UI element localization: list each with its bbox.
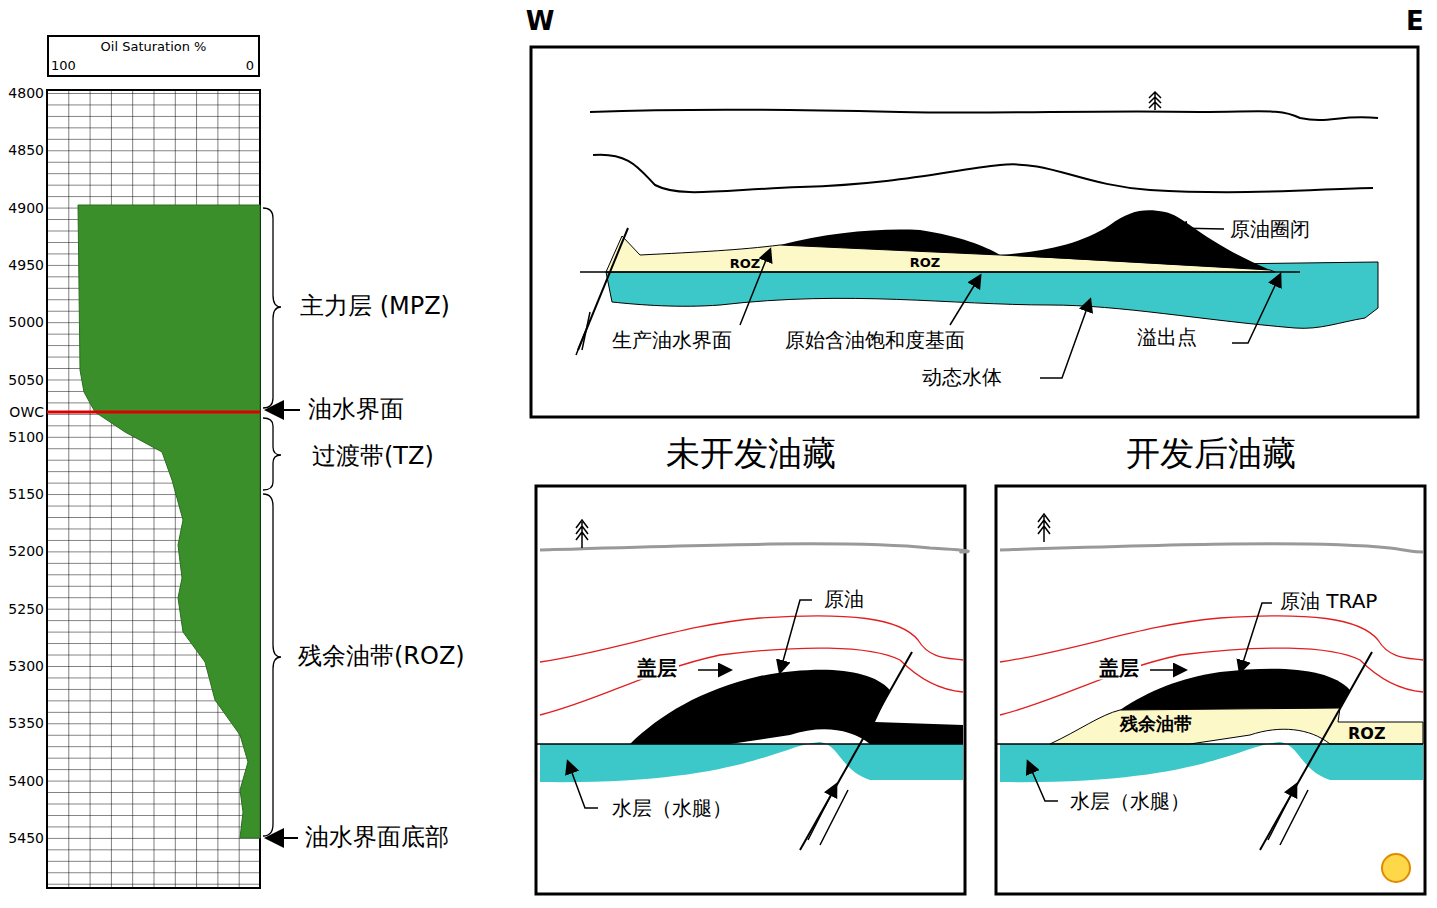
panel-frame bbox=[531, 47, 1418, 417]
zone-label: 主力层 (MPZ) bbox=[300, 293, 450, 321]
callout-label: 盖层 bbox=[1097, 657, 1141, 680]
fault-arrows bbox=[1268, 785, 1308, 845]
pointer bbox=[268, 409, 300, 411]
panel-box: 未开发油藏 bbox=[536, 486, 965, 894]
depth-label: 5400 bbox=[8, 773, 44, 789]
scale-text: 100 bbox=[51, 59, 76, 74]
owc-line bbox=[536, 743, 963, 745]
callout-label: 原油 bbox=[822, 588, 866, 611]
depth-label: 5300 bbox=[8, 658, 44, 674]
stratum-line bbox=[1000, 616, 1423, 662]
panel-frame bbox=[996, 486, 1425, 894]
log-grid bbox=[47, 90, 260, 888]
tree-icon bbox=[1038, 514, 1050, 542]
depth-label: 4950 bbox=[8, 257, 44, 273]
zone-label: 油水界面底部 bbox=[305, 824, 449, 852]
depth-label: 4900 bbox=[8, 200, 44, 216]
ground-surface bbox=[1000, 544, 1423, 552]
owc-line bbox=[996, 743, 1423, 745]
axis-direction: W bbox=[526, 7, 555, 37]
tree-icon bbox=[1149, 92, 1161, 110]
pointer bbox=[268, 837, 298, 839]
depth-label: 4800 bbox=[8, 85, 44, 101]
callout-label: 动态水体 bbox=[920, 366, 1004, 389]
scale-header-box: Oil Saturation % 100 0 bbox=[47, 35, 260, 77]
callout-label: 原油圈闭 bbox=[1228, 218, 1312, 241]
zone-label: 油水界面 bbox=[308, 396, 404, 424]
water-body bbox=[540, 742, 963, 782]
callout-label: 水层（水腿） bbox=[610, 797, 734, 820]
fault bbox=[1260, 652, 1372, 850]
callout-label: 盖层 bbox=[635, 657, 679, 680]
callout-label: 溢出点 bbox=[1135, 326, 1199, 349]
depth-label: 5250 bbox=[8, 601, 44, 617]
fault-arrows bbox=[808, 785, 848, 845]
brackets bbox=[263, 208, 281, 836]
panel-title: 未开发油藏 bbox=[666, 434, 836, 473]
zone-tag: ROZ bbox=[730, 257, 761, 272]
oil-saturation-curve bbox=[78, 205, 260, 838]
tree-icon bbox=[576, 520, 588, 548]
fault-arrows bbox=[576, 312, 590, 355]
leader-lines bbox=[740, 228, 1280, 378]
ground-surface bbox=[540, 544, 968, 552]
callout-label: 水层（水腿） bbox=[1068, 790, 1192, 813]
stratum-line bbox=[1000, 648, 1423, 715]
zone-label: 过渡带(TZ) bbox=[312, 443, 434, 471]
callout-label: 原始含油饱和度基面 bbox=[783, 329, 967, 352]
ground-surface bbox=[590, 110, 1378, 120]
owc-line bbox=[580, 271, 1300, 273]
depth-label: 4850 bbox=[8, 142, 44, 158]
axis-direction: E bbox=[1406, 7, 1424, 37]
roz-zone bbox=[1050, 708, 1423, 744]
oil-body bbox=[1120, 669, 1350, 710]
depth-label: 5100 bbox=[8, 429, 44, 445]
callout-label: 残余油带 bbox=[1120, 714, 1192, 735]
zone-tag: ROZ bbox=[910, 256, 941, 271]
water-body bbox=[1000, 742, 1423, 782]
owc-line bbox=[47, 411, 260, 414]
depth-label: 5050 bbox=[8, 371, 44, 387]
zone-label: 残余油带(ROZ) bbox=[298, 643, 465, 671]
panel-box: 开发后油藏 bbox=[996, 486, 1425, 894]
callout-label: 生产油水界面 bbox=[610, 329, 734, 352]
zone-tag: ROZ bbox=[1348, 725, 1386, 743]
depth-label: 5200 bbox=[8, 543, 44, 559]
depth-label: 5450 bbox=[8, 830, 44, 846]
oil-body bbox=[780, 230, 1000, 255]
scale-text: Oil Saturation % bbox=[101, 40, 207, 55]
callout-label: 原油 TRAP bbox=[1278, 590, 1379, 613]
stratum-line bbox=[593, 155, 1373, 193]
scale-text: 0 bbox=[246, 59, 254, 74]
stratum-line bbox=[540, 616, 963, 662]
owc-label: OWC bbox=[9, 404, 44, 420]
depth-label: 5350 bbox=[8, 715, 44, 731]
fault bbox=[800, 652, 912, 850]
depth-label: 5150 bbox=[8, 486, 44, 502]
leader-lines bbox=[568, 600, 812, 808]
leader-lines bbox=[1028, 603, 1272, 801]
depth-label: 5000 bbox=[8, 314, 44, 330]
panel-title: 开发后油藏 bbox=[1126, 434, 1296, 473]
oil-body bbox=[630, 670, 963, 744]
watermark-icon bbox=[1382, 854, 1410, 882]
